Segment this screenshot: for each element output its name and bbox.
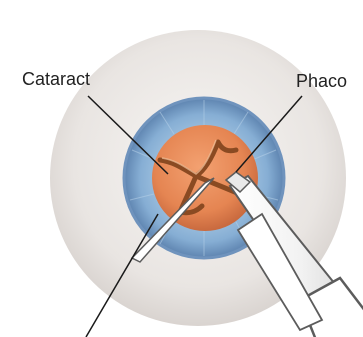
cataract-label: Cataract <box>22 70 90 88</box>
phaco-label: Phaco <box>296 72 347 90</box>
